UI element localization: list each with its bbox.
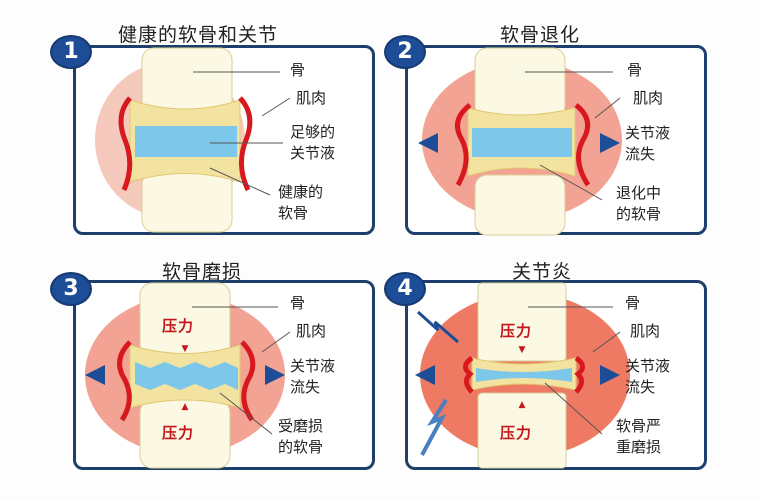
cartilage-wear-illustration: ▼ ▲ <box>85 282 291 469</box>
label-fluid: 关节液 流失 <box>625 357 671 396</box>
label-muscle: 肌肉 <box>630 322 661 340</box>
label-muscle: 肌肉 <box>296 322 327 340</box>
label-muscle: 肌肉 <box>633 89 664 107</box>
label-bone: 骨 <box>627 61 643 79</box>
panel-title: 软骨磨损 <box>162 261 243 283</box>
panel-cartilage-wear: 软骨磨损 ▼ ▲ 3 压力 压力 骨 肌肉 关节液 流失 受磨损 的软骨 <box>0 250 380 500</box>
degeneration-illustration <box>418 47 622 236</box>
arthritis-illustration: ▼ ▲ <box>415 282 630 469</box>
svg-text:▲: ▲ <box>519 400 526 410</box>
label-cartilage: 受磨损 的软骨 <box>278 417 324 456</box>
healthy-joint-illustration <box>95 47 291 233</box>
pressure-label-bottom: 压力 <box>500 424 533 442</box>
label-fluid: 关节液 流失 <box>625 124 671 163</box>
svg-text:▲: ▲ <box>182 402 189 412</box>
step-badge-1: 1 <box>50 35 92 69</box>
panel-title: 健康的软骨和关节 <box>118 24 279 46</box>
step-badge-4: 4 <box>384 272 426 306</box>
step-badge-2: 2 <box>384 35 426 69</box>
panel-healthy-joint: 健康的软骨和关节 1 骨 肌肉 足够的 关节液 健康的 软骨 <box>0 0 380 245</box>
svg-text:▼: ▼ <box>519 345 526 355</box>
label-fluid: 足够的 关节液 <box>290 123 336 162</box>
label-bone: 骨 <box>290 294 306 312</box>
step-badge-3: 3 <box>50 272 92 306</box>
pressure-label-top: 压力 <box>162 317 195 335</box>
label-bone: 骨 <box>290 61 306 79</box>
panel-arthritis: 关节炎 ▼ ▲ 4 压力 压力 骨 肌肉 关节液 流失 软骨严 重磨损 <box>380 250 759 500</box>
panel-cartilage-degeneration: 软骨退化 2 骨 肌肉 关节液 流失 退化中 的软骨 <box>380 0 759 245</box>
panel-title: 软骨退化 <box>500 24 581 46</box>
panel-title: 关节炎 <box>512 261 573 283</box>
label-cartilage: 退化中 的软骨 <box>616 184 662 223</box>
pressure-label-bottom: 压力 <box>162 424 195 442</box>
label-muscle: 肌肉 <box>296 89 327 107</box>
svg-text:▼: ▼ <box>182 344 189 354</box>
label-bone: 骨 <box>625 294 641 312</box>
label-fluid: 关节液 流失 <box>290 357 336 396</box>
label-cartilage: 软骨严 重磨损 <box>616 417 662 456</box>
pressure-label-top: 压力 <box>500 322 533 340</box>
label-cartilage: 健康的 软骨 <box>278 183 324 222</box>
